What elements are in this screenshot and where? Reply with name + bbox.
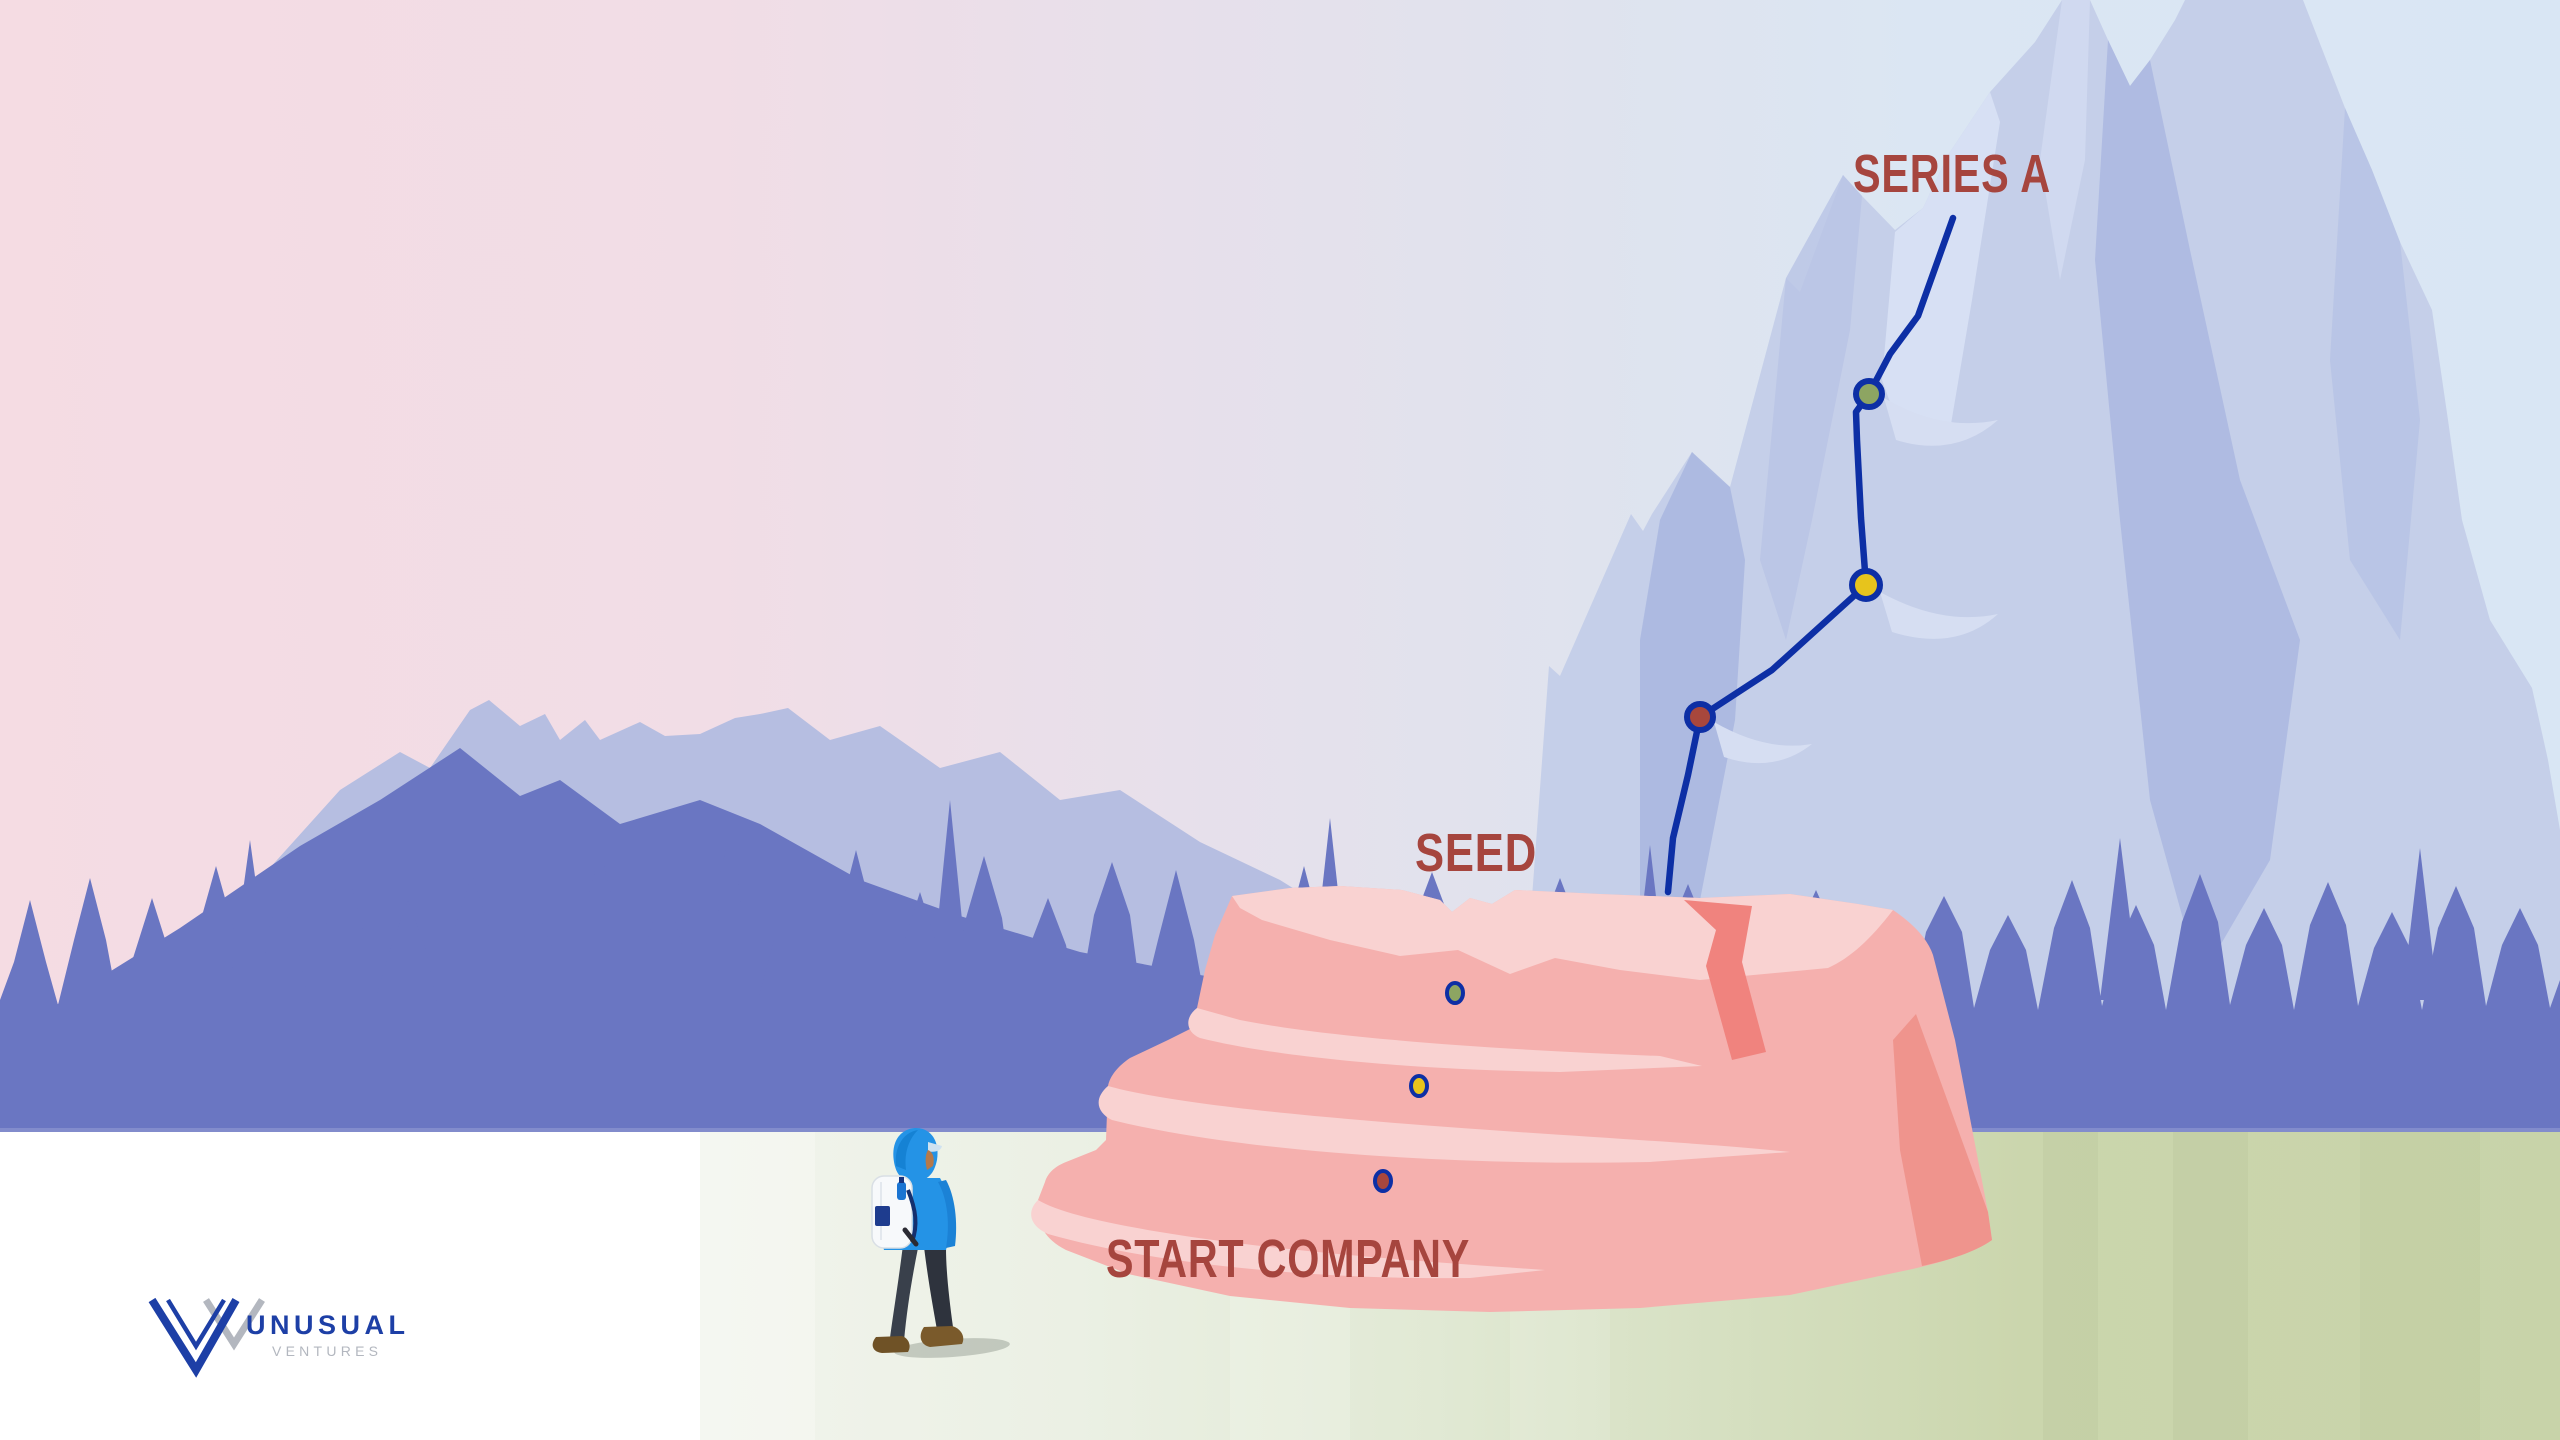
- start-company-label: START COMPANY: [1106, 1229, 1470, 1289]
- hiker-cap-brim: [928, 1142, 942, 1152]
- water-bottle-cap: [899, 1177, 904, 1183]
- series-a-mountain: [1528, 0, 2560, 1145]
- series-a-label: SERIES A: [1853, 144, 2051, 204]
- milestone-dot-yellow-plateau: [1409, 1074, 1429, 1098]
- plateau-terrace-band-1: [1188, 1008, 1702, 1072]
- hiker-figure: [871, 1128, 1010, 1358]
- milestone-dot-yellow-mountain: [1849, 568, 1883, 602]
- floor-white-panel: [0, 1132, 700, 1440]
- hiker-sleeve: [938, 1180, 957, 1248]
- unusual-ventures-logo: UNUSUAL VENTURES: [148, 1297, 408, 1378]
- milestone-dot-red-plateau: [1373, 1169, 1393, 1193]
- backpack-pocket: [875, 1206, 890, 1226]
- hiker-leg-left: [890, 1245, 918, 1341]
- plateau-terrace-band-3: [1031, 1200, 1545, 1279]
- logo-mark-blue-v-inner: [166, 1298, 226, 1351]
- seed-label: SEED: [1415, 823, 1537, 883]
- plateau-crevice: [1684, 900, 1766, 1060]
- milestone-dot-green-mountain: [1853, 378, 1885, 410]
- milestone-dot-red-mountain: [1684, 701, 1716, 733]
- water-bottle: [897, 1182, 906, 1200]
- ledge-green: [1884, 398, 1998, 446]
- mountain-shadow-mid: [2095, 40, 2300, 980]
- hiker-face: [925, 1150, 934, 1170]
- hiker-leg-right: [924, 1247, 953, 1330]
- mountain-shadow-left: [1640, 452, 1745, 900]
- logo-mark-blue-v-outer: [148, 1297, 240, 1378]
- mountain-shadow-right: [2330, 108, 2420, 640]
- ledge-yellow: [1880, 592, 1998, 639]
- logo-name-text: UNUSUAL: [246, 1310, 408, 1340]
- hiker-hood-shade: [895, 1130, 918, 1170]
- start-company-plateau: [1031, 886, 1992, 1312]
- logo-subtitle-text: VENTURES: [272, 1343, 384, 1359]
- hiker-boot-right: [920, 1326, 964, 1347]
- plateau-terrace-band-2: [1098, 1086, 1790, 1163]
- milestone-dot-green-plateau: [1445, 981, 1465, 1005]
- mountain-facet-left: [1760, 175, 1862, 640]
- funding-journey: [1664, 214, 1957, 896]
- hiker-boot-left: [872, 1336, 910, 1353]
- axe-handle: [902, 1227, 919, 1247]
- funding-journey-path: [1664, 214, 1957, 896]
- ledge-red: [1714, 722, 1812, 764]
- plateau-body: [1037, 886, 1992, 1312]
- plateau-right-shadow: [1893, 1014, 1992, 1266]
- mountain-highlight-col: [2040, 0, 2090, 280]
